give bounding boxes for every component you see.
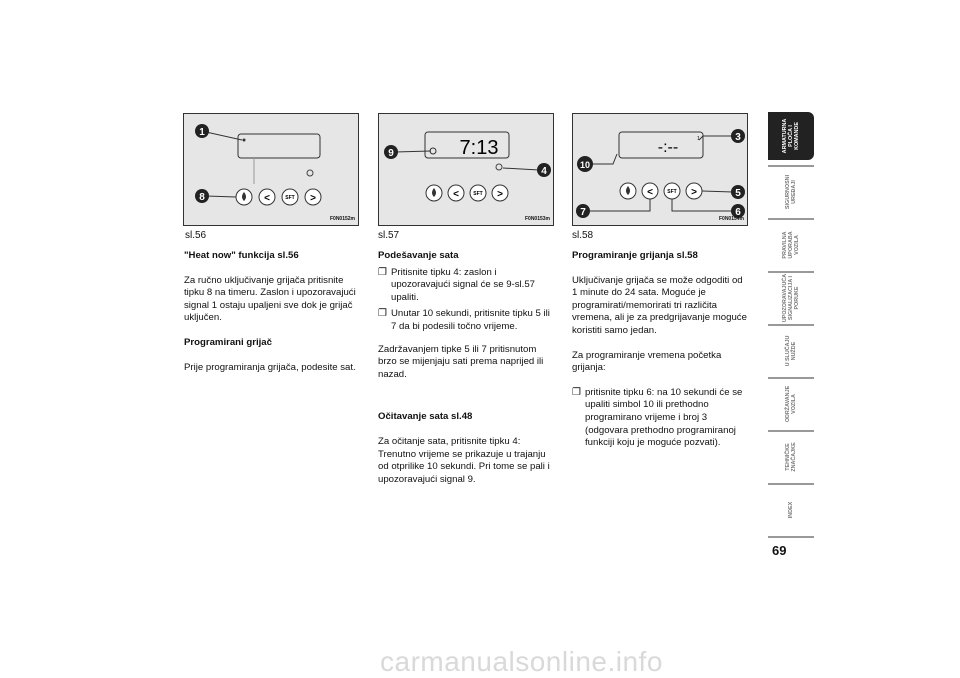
svg-text:1: 1	[697, 136, 700, 142]
callout-8: 8	[199, 192, 205, 203]
paragraph: Za ručno uključivanje grijača pritisnite…	[184, 274, 356, 324]
tab-divider	[768, 377, 814, 379]
section-heading: Očitavanje sata sl.48	[378, 411, 473, 423]
svg-text:>: >	[497, 189, 503, 200]
tab-divider	[768, 271, 814, 273]
svg-text:<: <	[647, 187, 653, 198]
figure-sl57: 7:13 < SFT > 9 4 F0N0153m	[378, 113, 554, 226]
tab-odrzavanje[interactable]: ODRŽAVANJE VOZILA	[785, 385, 797, 423]
tab-divider	[768, 536, 814, 538]
text-column-1: "Heat now" funkcija sl.56 Za ručno uklju…	[184, 250, 360, 386]
callout-10: 10	[580, 160, 590, 170]
paragraph: Uključivanje grijača se može odgoditi od…	[572, 274, 747, 336]
callout-1: 1	[199, 127, 205, 138]
tab-index[interactable]: INDEX	[788, 501, 794, 519]
callout-6: 6	[735, 207, 741, 218]
timer-display: 7:13	[460, 137, 499, 159]
tab-divider	[768, 430, 814, 432]
tab-divider	[768, 218, 814, 220]
tab-pravilna-uporaba[interactable]: PRAVILNA UPORABA VOZILA	[782, 231, 800, 259]
svg-text:SFT: SFT	[473, 191, 482, 197]
tab-armaturna-ploca[interactable]: ARMATURNA PLOČA I KOMANDE	[768, 112, 814, 160]
tab-divider	[768, 165, 814, 167]
callout-3: 3	[735, 132, 741, 143]
callout-9: 9	[388, 148, 394, 159]
watermark: carmanualsonline.info	[380, 646, 663, 677]
timer-display: -:--	[658, 139, 678, 156]
paragraph: Zadržavanjem tipke 5 ili 7 pritisnutom b…	[378, 343, 544, 380]
svg-text:>: >	[691, 187, 697, 198]
bullet-item: ❐ Unutar 10 sekundi, pritisnite tipku 5 …	[378, 308, 550, 332]
figure-code: F0N0154m	[718, 216, 744, 222]
text-column-3: Programiranje grijanja sl.58 Uključivanj…	[572, 250, 748, 454]
bullet-item: ❐ pritisnite tipku 6: na 10 sekundi će s…	[572, 386, 743, 449]
figure-sl58: -:-- 1 < SFT > 3 10 5 7 6 F0N0154m	[572, 113, 748, 226]
section-heading: "Heat now" funkcija sl.56	[184, 250, 299, 261]
checkbox-bullet-icon: ❐	[378, 266, 387, 278]
figure-code: F0N0153m	[524, 216, 550, 222]
tab-divider	[768, 483, 814, 485]
checkbox-bullet-icon: ❐	[378, 308, 387, 320]
figure-caption: sl.58	[572, 230, 594, 241]
timer-illustration: < SFT > 1 8	[195, 124, 322, 206]
figure-caption: sl.57	[378, 230, 400, 241]
svg-text:<: <	[264, 193, 270, 204]
tab-upozoravajuca[interactable]: UPOZORAVAJUĆA SIGNALIZACIJA I PORUKE	[782, 273, 800, 323]
timer-illustration: 7:13 < SFT > 9 4	[384, 131, 551, 202]
svg-text:<: <	[453, 189, 459, 200]
tab-tehnicke-znacajke[interactable]: TEHNIČKE ZNAČAJKE	[785, 442, 797, 472]
figure-caption: sl.56	[185, 230, 207, 241]
paragraph: Prije programiranja grijača, podesite sa…	[184, 361, 356, 373]
page-number: 69	[772, 543, 787, 558]
checkbox-bullet-icon: ❐	[572, 386, 581, 398]
paragraph: Za očitanje sata, pritisnite tipku 4: Tr…	[378, 435, 550, 485]
section-heading: Podešavanje sata	[378, 250, 459, 261]
callout-4: 4	[541, 166, 547, 177]
svg-text:>: >	[310, 193, 316, 204]
figure-code: F0N0152m	[329, 216, 355, 222]
callout-7: 7	[580, 207, 586, 218]
svg-text:SFT: SFT	[285, 195, 294, 201]
paragraph: Za programiranje vremena početka grijanj…	[572, 349, 722, 374]
tab-u-slucaju-nuzde[interactable]: U SLUČAJU NUŽDE	[785, 335, 797, 367]
bullet-item: ❐ Pritisnite tipku 4: zaslon i upozorava…	[378, 266, 535, 303]
text-column-2: Podešavanje sata ❐ Pritisnite tipku 4: z…	[378, 250, 554, 498]
tab-sigurnosni-uredaji[interactable]: SIGURNOSNI UREĐAJI	[785, 174, 797, 210]
timer-illustration: -:-- 1 < SFT > 3 10 5 7 6	[576, 129, 745, 218]
section-heading: Programirani grijač	[184, 336, 272, 348]
tab-divider	[768, 324, 814, 326]
svg-text:SFT: SFT	[667, 189, 676, 195]
callout-5: 5	[735, 188, 741, 199]
section-heading: Programiranje grijanja sl.58	[572, 250, 698, 261]
figure-sl56: < SFT > 1 8 F0N0152m	[183, 113, 359, 226]
